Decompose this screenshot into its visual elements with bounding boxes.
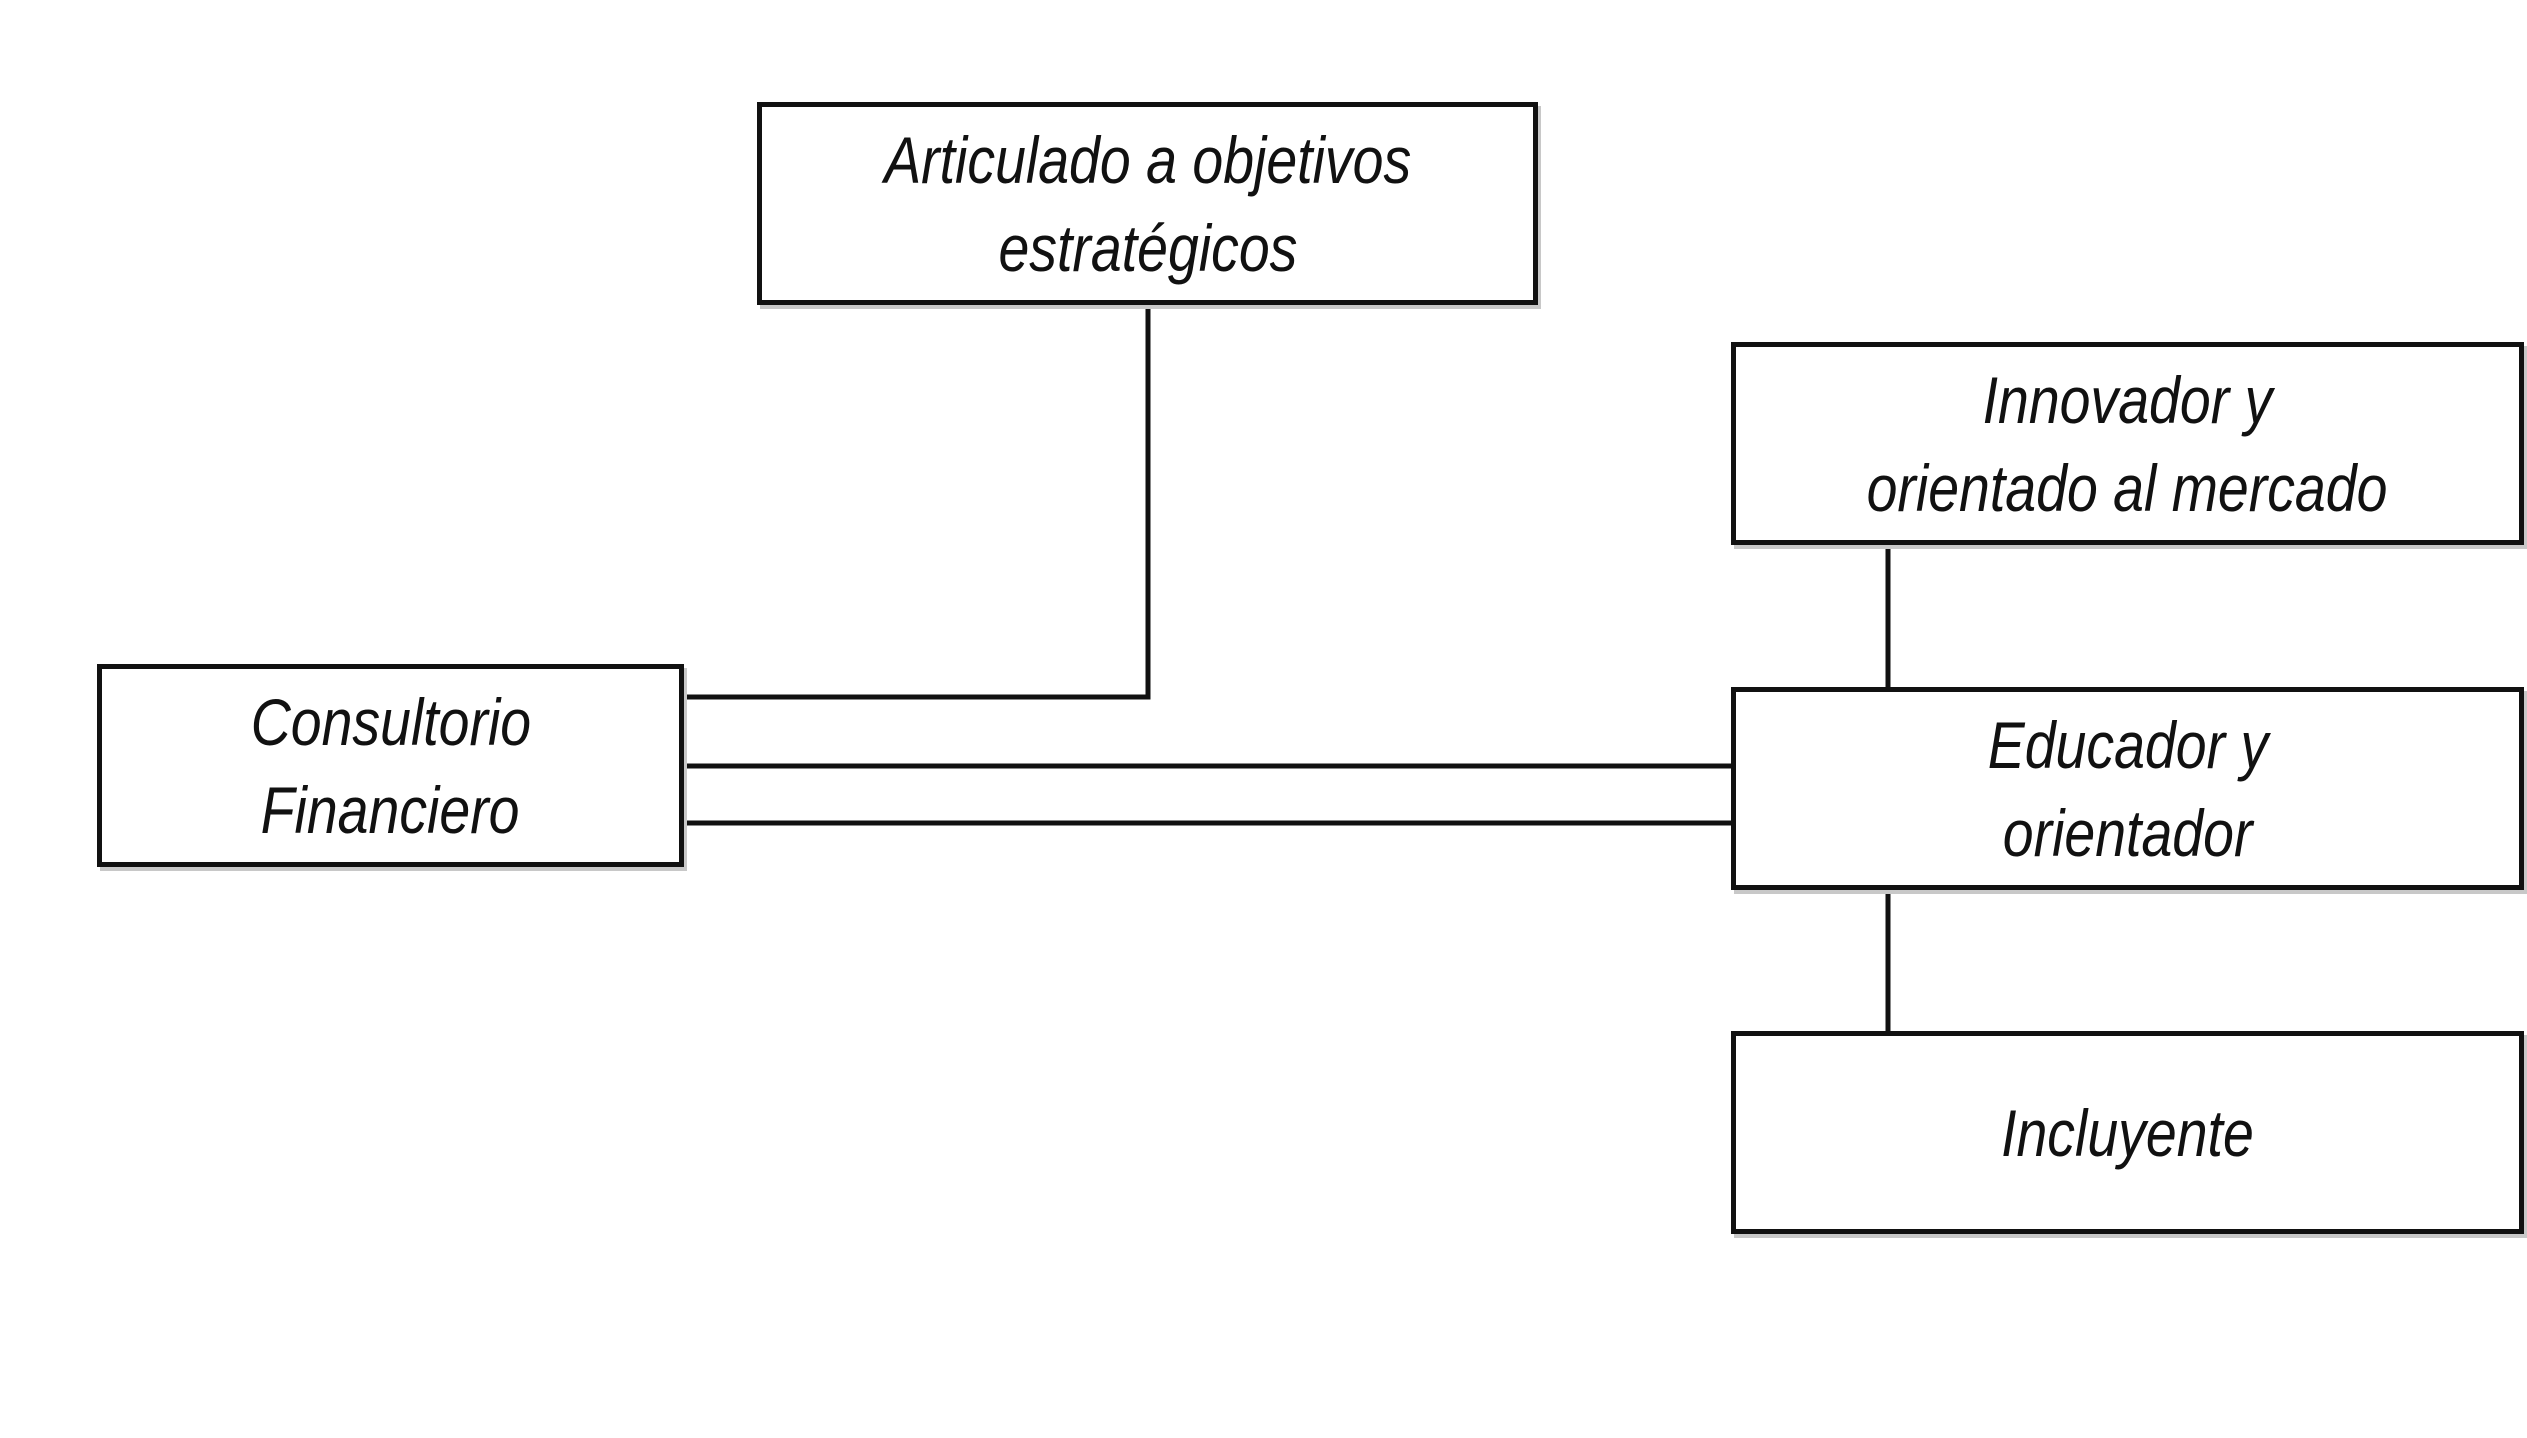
node-educador-line2: orientador	[2002, 795, 2253, 870]
node-articulado-objetivos: Articulado a objetivos estratégicos	[757, 102, 1538, 305]
node-innovador-orientado: Innovador y orientado al mercado	[1731, 342, 2524, 545]
node-incluyente-line1: Incluyente	[2001, 1095, 2254, 1170]
node-consultorio-line2: Financiero	[261, 772, 520, 847]
node-incluyente: Incluyente	[1731, 1031, 2524, 1234]
node-articulado-line2: estratégicos	[998, 210, 1297, 285]
node-innovador-line2: orientado al mercado	[1867, 450, 2388, 525]
node-educador-orientador: Educador y orientador	[1731, 687, 2524, 890]
node-innovador-line1: Innovador y	[1982, 362, 2273, 437]
node-articulado-line1: Articulado a objetivos	[884, 122, 1411, 197]
node-educador-line1: Educador y	[1987, 707, 2268, 782]
node-consultorio-financiero: Consultorio Financiero	[97, 664, 684, 867]
node-consultorio-line1: Consultorio	[250, 684, 531, 759]
